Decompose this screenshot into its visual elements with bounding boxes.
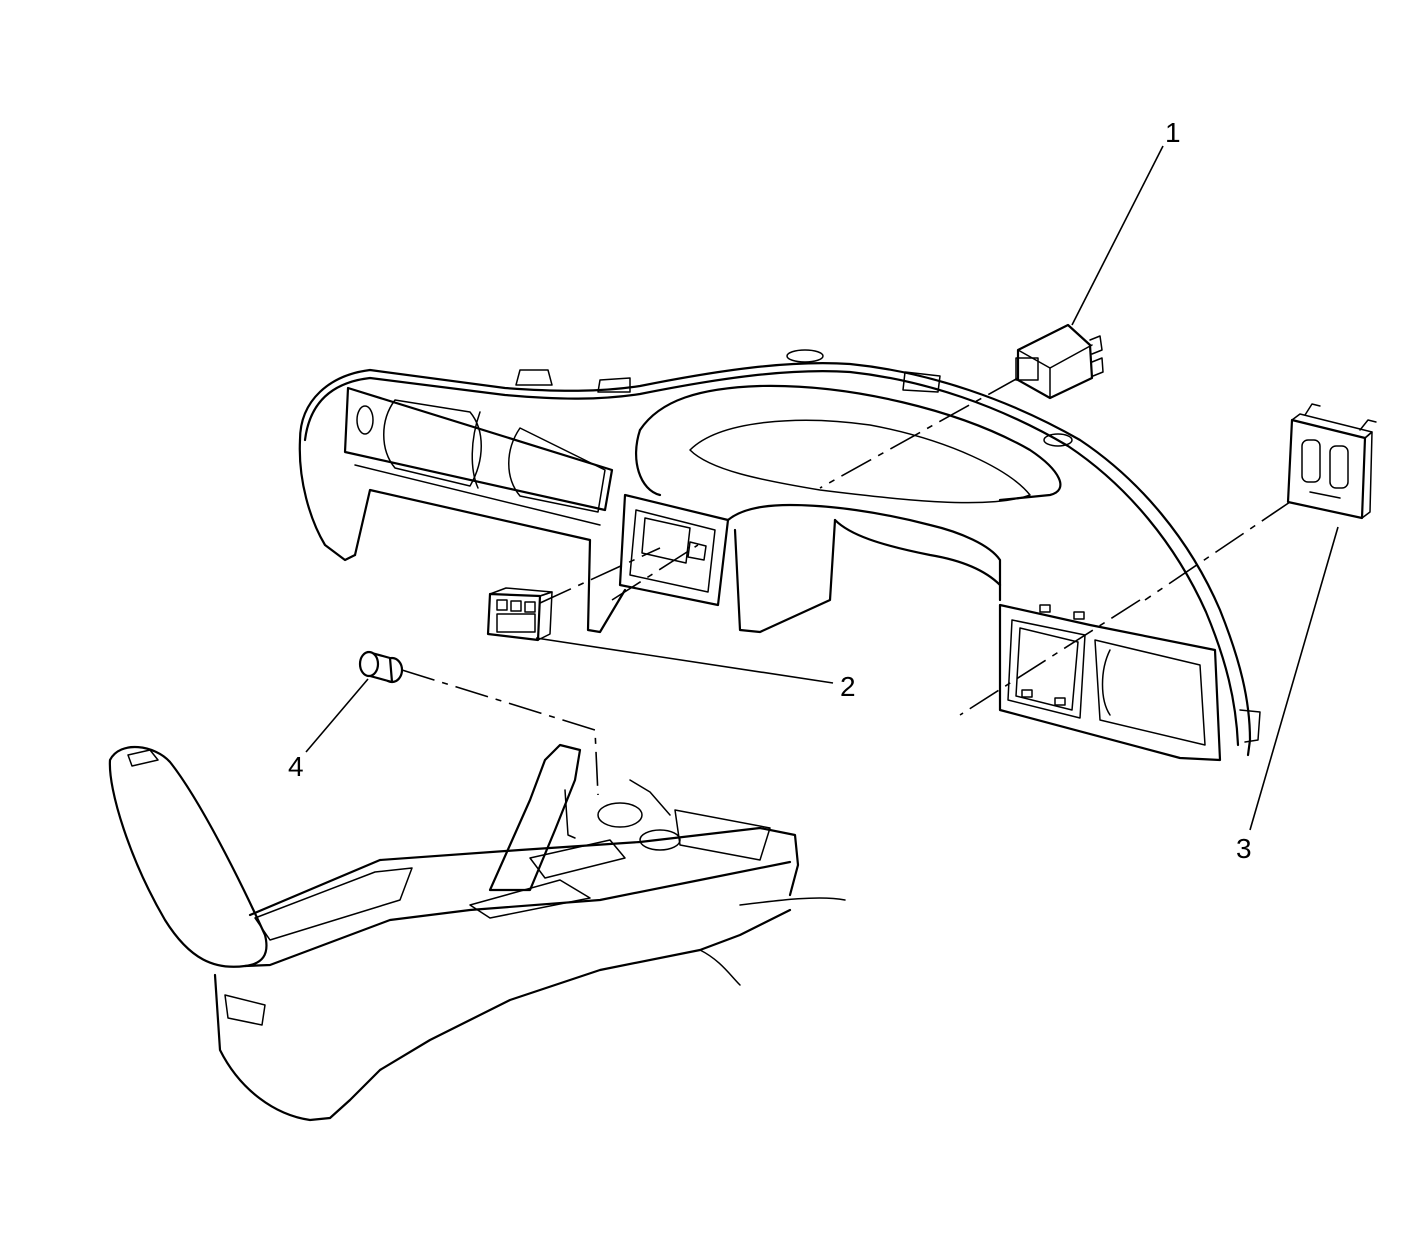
assembly-line-3b — [959, 599, 1141, 716]
callout-3: 3 — [1236, 833, 1252, 864]
leader-3 — [1249, 526, 1339, 831]
leader-2 — [535, 637, 834, 684]
instrument-panel — [298, 349, 1261, 762]
center-console — [108, 743, 846, 1122]
callout-2: 2 — [840, 671, 856, 702]
part-1-switch — [1015, 323, 1104, 400]
leader-lines — [305, 145, 1339, 831]
part-2-switch — [486, 587, 553, 642]
leader-4 — [305, 678, 369, 753]
leader-1 — [1071, 145, 1164, 326]
callout-4: 4 — [288, 751, 304, 782]
assembly-line-4 — [401, 669, 599, 796]
assembly-line-1 — [819, 377, 1019, 489]
assembly-line-2b — [611, 544, 699, 601]
assembly-line-2a — [539, 547, 661, 604]
assembly-line-3 — [1144, 501, 1291, 601]
part-4-plug — [358, 650, 404, 684]
part-3-bezel — [1286, 403, 1377, 520]
callout-1: 1 — [1165, 117, 1181, 148]
assembly-lines — [401, 377, 1291, 796]
